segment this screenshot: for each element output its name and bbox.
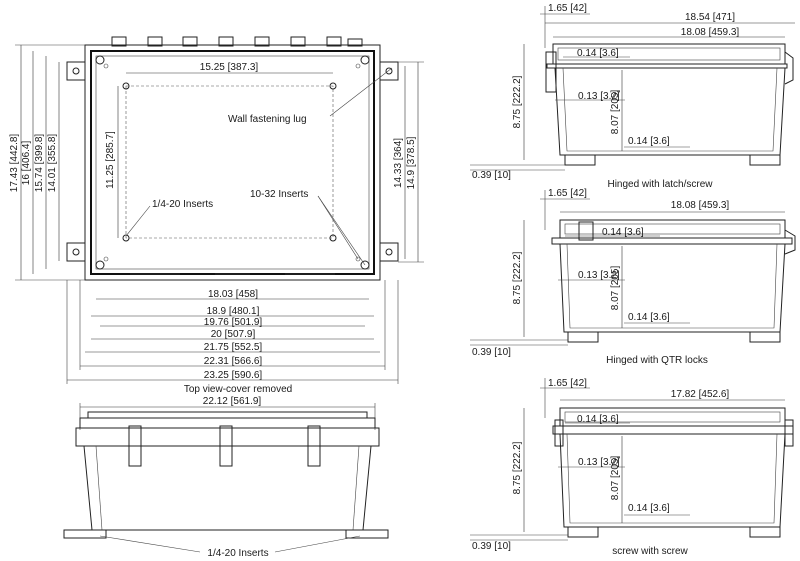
- side-view-screw: 1.65 [42] 17.82 [452.6] 8.75 [222.2] 8.0…: [470, 378, 794, 557]
- side-view-caption: Hinged with QTR locks: [606, 355, 708, 366]
- box-body: [554, 67, 786, 156]
- front-latches: [128, 425, 321, 467]
- foot: [567, 331, 599, 343]
- qtr-lock: [578, 221, 594, 241]
- insert-hole: [329, 234, 337, 242]
- side-view-caption: Hinged with latch/screw: [607, 179, 713, 190]
- dim-height-15-74: 15.74 [399.8]: [34, 134, 45, 193]
- enclosure-inner-outline: [95, 55, 370, 270]
- dim-inner-width: 18.08 [459.3]: [671, 200, 730, 211]
- hinge: [784, 229, 796, 255]
- insert-hole: [122, 82, 130, 90]
- latch: [545, 51, 557, 93]
- callout-wall-lug: Wall fastening lug: [228, 114, 307, 125]
- dim-wall-top: 0.14 [3.6]: [577, 414, 619, 425]
- side-view-qtr: 1.65 [42] 18.08 [459.3] 8.75 [222.2] 8.0…: [470, 188, 796, 366]
- dim-inner-height: 8.07 [205]: [610, 266, 621, 311]
- callout-10-32-inserts: 10-32 Inserts: [250, 189, 308, 200]
- dim-wall-top: 0.14 [3.6]: [577, 48, 619, 59]
- dim-foot: 0.39 [10]: [472, 170, 511, 181]
- leader-line: [329, 67, 393, 117]
- wall-fastening-lugs: [66, 61, 399, 262]
- body-side: [83, 445, 93, 531]
- corner-bosses: [95, 55, 370, 270]
- dim-width-23-25: 23.25 [590.6]: [204, 370, 263, 381]
- foot: [567, 526, 599, 538]
- hinge: [784, 51, 794, 85]
- dim-wall-bottom: 0.14 [3.6]: [628, 312, 670, 323]
- dim-width-18-03: 18.03 [458]: [208, 289, 258, 300]
- callout-front-inserts: 1/4-20 Inserts: [207, 548, 268, 559]
- foot-left: [63, 529, 107, 539]
- foot: [749, 331, 781, 343]
- dim-inner-width: 17.82 [452.6]: [671, 389, 730, 400]
- dim-inner-height: 8.07 [205]: [610, 456, 621, 501]
- dim-wall-top: 0.14 [3.6]: [602, 227, 644, 238]
- dim-top-offset: 1.65 [42]: [548, 188, 587, 199]
- leader-line: [317, 195, 366, 266]
- dim-foot: 0.39 [10]: [472, 347, 511, 358]
- dim-front-width: 22.12 [561.9]: [203, 396, 262, 407]
- side-view-caption: screw with screw: [612, 546, 688, 557]
- dim-overall-width: 18.54 [471]: [685, 12, 735, 23]
- dim-top-offset: 1.65 [42]: [548, 3, 587, 14]
- dim-height: 8.75 [222.2]: [512, 251, 523, 304]
- dim-backpanel-height: 11.25 [285.7]: [105, 131, 116, 189]
- foot: [749, 154, 781, 166]
- dim-lug-spacing: 14.33 [364]: [393, 138, 404, 188]
- dim-inner-height: 8.07 [205]: [610, 90, 621, 135]
- insert-hole: [329, 82, 337, 90]
- foot: [749, 526, 781, 538]
- front-view: 22.12 [561.9] 1/4-20 Inserts: [63, 396, 389, 559]
- width-dimension-stack: [66, 280, 399, 384]
- dim-height: 8.75 [222.2]: [512, 441, 523, 494]
- enclosure-outer-outline: [84, 44, 381, 281]
- dim-height-14-01: 14.01 [355.8]: [47, 134, 58, 193]
- dim-backpanel-width: 15.25 [387.3]: [200, 62, 259, 73]
- leader-line: [125, 205, 151, 237]
- screw-boss: [784, 419, 794, 447]
- foot-right: [345, 529, 389, 539]
- dim-wall-bottom: 0.14 [3.6]: [628, 503, 670, 514]
- dim-width-19-76: 19.76 [501.9]: [204, 317, 263, 328]
- insert-hole: [122, 234, 130, 242]
- top-view: 15.25 [387.3] 11.25 [285.7] 17.43 [442.8…: [9, 36, 424, 395]
- dim-lug-overall: 14.9 [378.5]: [406, 136, 417, 189]
- dim-height-16: 16 [406.4]: [21, 141, 32, 186]
- dim-width-18-9: 18.9 [480.1]: [207, 306, 260, 317]
- lid: [559, 219, 786, 239]
- screw-boss: [554, 419, 564, 447]
- top-edge-tabs: [111, 36, 363, 47]
- right-height-dimensions: [398, 61, 424, 263]
- top-view-caption: Top view-cover removed: [184, 384, 292, 395]
- dim-wall-side: 0.13 [3.2]: [578, 91, 620, 102]
- dim-wall-side: 0.13 [3.2]: [578, 270, 620, 281]
- dim-top-offset: 1.65 [42]: [548, 378, 587, 389]
- left-height-dimensions: [15, 44, 85, 281]
- callout-quarter-inserts: 1/4-20 Inserts: [152, 199, 213, 210]
- dim-overall-height: 17.43 [442.8]: [9, 134, 20, 193]
- dim-width-20: 20 [507.9]: [211, 329, 256, 340]
- leader-line: [274, 535, 361, 553]
- dim-wall-bottom: 0.14 [3.6]: [628, 136, 670, 147]
- dim-inner-width: 18.08 [459.3]: [681, 27, 740, 38]
- foot: [564, 154, 596, 166]
- body-side: [362, 445, 372, 531]
- box-body: [559, 433, 786, 528]
- side-view-latch: 1.65 [42] 18.54 [471] 18.08 [459.3] 8.75…: [470, 3, 795, 190]
- box-body: [559, 243, 786, 333]
- dim-width-22-31: 22.31 [566.6]: [204, 356, 263, 367]
- backpanel-insert-pattern: [125, 85, 334, 239]
- leader-line: [317, 195, 359, 260]
- dim-foot: 0.39 [10]: [472, 541, 511, 552]
- dim-width-21-75: 21.75 [552.5]: [204, 342, 263, 353]
- dim-wall-side: 0.13 [3.2]: [578, 457, 620, 468]
- leader-line: [99, 535, 201, 553]
- lid-top: [87, 411, 368, 419]
- enclosure-body-top: [75, 427, 380, 447]
- dim-height: 8.75 [222.2]: [512, 75, 523, 128]
